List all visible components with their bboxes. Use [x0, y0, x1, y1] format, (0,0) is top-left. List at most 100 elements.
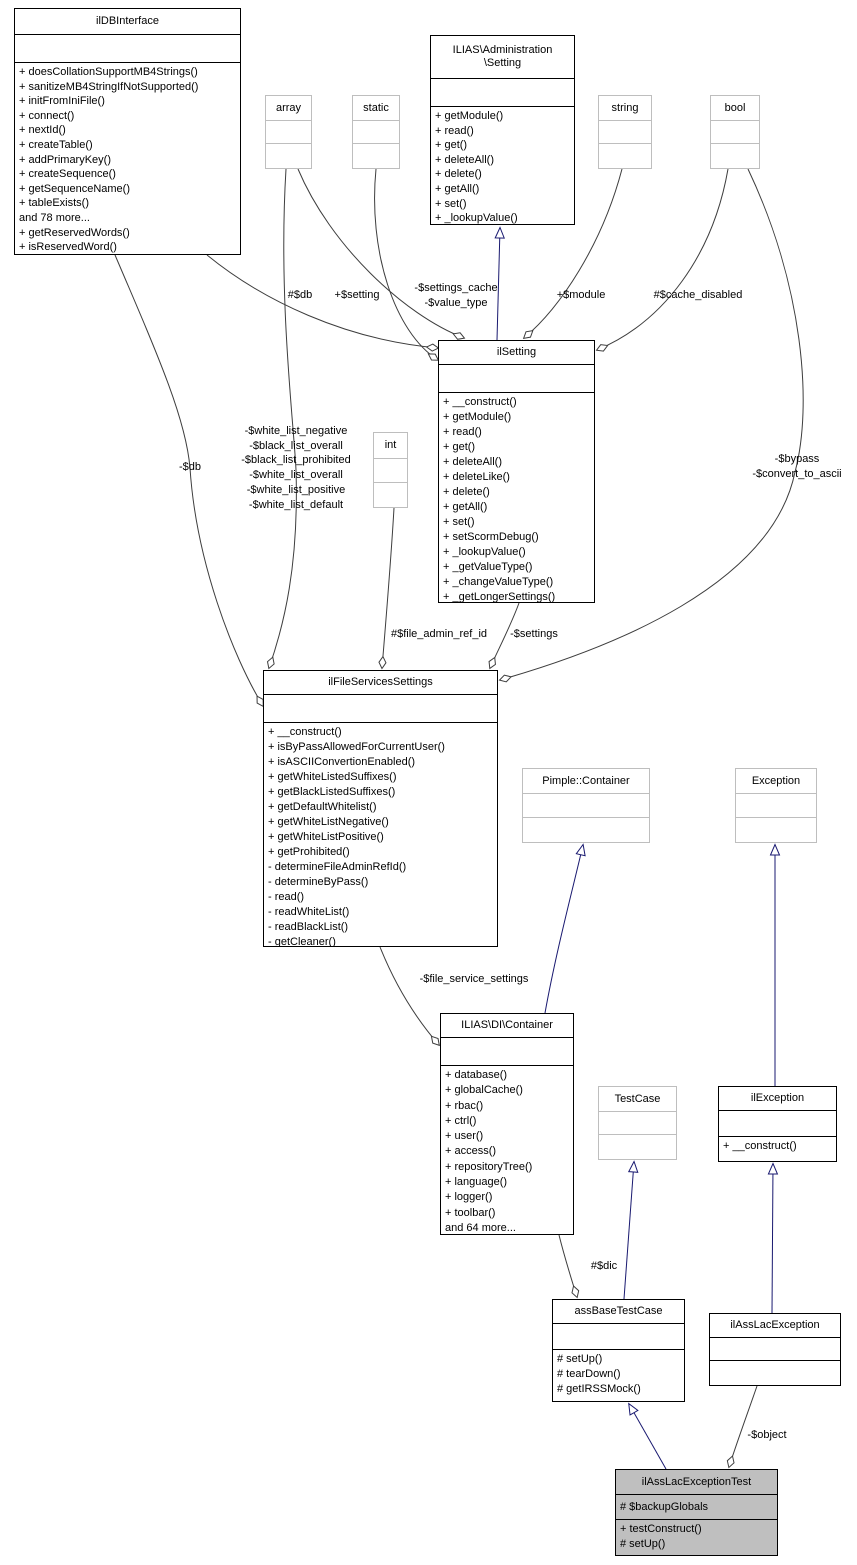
edge-label-db-protected: #$db	[287, 289, 313, 301]
attributes-section	[439, 365, 594, 393]
attributes-section	[431, 79, 574, 107]
class-box-ilias-administration-setting[interactable]: ILIAS\Administration \Setting + getModul…	[430, 35, 575, 225]
class-box-exception: Exception	[735, 768, 817, 843]
attributes-section	[374, 459, 407, 483]
methods-section: + __construct()	[723, 1140, 797, 1152]
edge-label-object: -$object	[747, 1429, 787, 1441]
edge-ildbinterface-ilfileservicessettings-db	[114, 254, 264, 708]
attributes-section	[599, 121, 651, 144]
class-box-bool: bool	[710, 95, 760, 169]
methods-section	[266, 144, 311, 168]
class-box-ildbinterface[interactable]: ilDBInterface + doesCollationSupportMB4S…	[14, 8, 241, 255]
methods-section: # setUp() # tearDown() # getIRSSMock()	[557, 1353, 641, 1395]
edge-ildbinterface-ilsetting-db	[206, 254, 440, 352]
methods-section	[710, 1361, 840, 1385]
class-box-pimple-container: Pimple::Container	[522, 768, 650, 843]
attributes-section	[264, 695, 497, 723]
methods-section	[353, 144, 399, 168]
class-title: bool	[711, 96, 759, 121]
edge-label-setting: +$setting	[334, 289, 380, 301]
edge-label-file-service-settings: -$file_service_settings	[419, 973, 529, 985]
edge-label-file-admin-ref-id: #$file_admin_ref_id	[390, 628, 488, 640]
class-title: ilFileServicesSettings	[264, 671, 497, 695]
methods-section	[523, 818, 649, 842]
edge-label-settings: -$settings	[510, 628, 558, 640]
attributes-section	[441, 1038, 573, 1066]
attributes-section	[15, 35, 240, 63]
methods-section	[736, 818, 816, 842]
class-title: TestCase	[599, 1087, 676, 1112]
methods-section: + __construct() + getModule() + read() +…	[443, 396, 556, 602]
edge-label-db-private: -$db	[178, 461, 202, 473]
attributes-section	[523, 794, 649, 818]
class-title: static	[353, 96, 399, 121]
edge-label-white-lists: -$white_list_negative -$black_list_overa…	[241, 425, 351, 511]
edge-ilsetting-ilfileservicessettings-settings	[488, 602, 520, 670]
class-box-assbasetestcase[interactable]: assBaseTestCase # setUp() # tearDown() #…	[552, 1299, 685, 1402]
class-title: ilSetting	[439, 341, 594, 365]
class-box-static: static	[352, 95, 400, 169]
class-box-int: int	[373, 432, 408, 508]
methods-section: + doesCollationSupportMB4Strings() + san…	[19, 66, 199, 254]
edge-ilfileservicessettings-dicontainer-file-service-settings	[379, 946, 440, 1047]
edge-bool-ilfileservicessettings-bypass	[498, 168, 804, 683]
attributes-section	[719, 1111, 836, 1137]
class-box-ilfileservicessettings[interactable]: ilFileServicesSettings + __construct() +…	[263, 670, 498, 947]
class-title: ILIAS\DI\Container	[441, 1014, 573, 1038]
attributes-section	[553, 1324, 684, 1350]
class-title: ilAssLacException	[710, 1314, 840, 1338]
edge-label-settings-cache: -$settings_cache -$value_type	[414, 282, 498, 309]
edge-array-ilsetting-settings-cache	[297, 168, 466, 340]
edge-dicontainer-assbasetestcase-dic	[558, 1234, 580, 1299]
attributes-section	[710, 1338, 840, 1361]
edge-int-ilfileservicessettings-file-admin-ref-id	[378, 507, 395, 670]
class-box-ilexception[interactable]: ilException + __construct()	[718, 1086, 837, 1162]
class-title: array	[266, 96, 311, 121]
class-box-string: string	[598, 95, 652, 169]
class-box-ilasslacexception[interactable]: ilAssLacException	[709, 1313, 841, 1386]
edge-bool-ilsetting-cache-disabled	[595, 168, 729, 352]
class-title: string	[599, 96, 651, 121]
class-box-ilsetting[interactable]: ilSetting + __construct() + getModule() …	[438, 340, 595, 603]
edge-string-ilsetting-module	[522, 168, 623, 339]
attributes-section: # $backupGlobals	[616, 1495, 777, 1520]
edge-label-dic: #$dic	[590, 1260, 618, 1272]
class-title: ILIAS\Administration \Setting	[431, 36, 574, 79]
attributes-section	[711, 121, 759, 144]
class-title: ilException	[719, 1087, 836, 1111]
class-title: ilDBInterface	[15, 9, 240, 35]
class-title: assBaseTestCase	[553, 1300, 684, 1324]
methods-section	[711, 144, 759, 168]
methods-section	[374, 483, 407, 507]
edge-label-bypass: -$bypass -$convert_to_ascii	[752, 453, 842, 480]
class-box-ilasslacexceptiontest: ilAssLacExceptionTest # $backupGlobals +…	[615, 1469, 778, 1556]
methods-section: + __construct() + isByPassAllowedForCurr…	[268, 726, 445, 946]
edge-label-module: +$module	[556, 289, 606, 301]
class-title: Exception	[736, 769, 816, 794]
methods-section: + getModule() + read() + get() + deleteA…	[435, 110, 518, 224]
class-title: int	[374, 433, 407, 459]
methods-section	[599, 1135, 676, 1159]
class-box-testcase: TestCase	[598, 1086, 677, 1160]
edge-ilasslacexception-ilasslacexceptiontest-object	[726, 1385, 758, 1469]
attributes-section	[266, 121, 311, 144]
attributes-section	[599, 1112, 676, 1135]
edge-static-ilsetting-setting	[374, 168, 440, 361]
class-title: Pimple::Container	[523, 769, 649, 794]
edge-array-ilfileservicessettings-white-lists	[266, 168, 297, 670]
edge-ilasslacexceptiontest-extends-assbasetestcase	[628, 1402, 667, 1470]
class-box-ilias-di-container[interactable]: ILIAS\DI\Container + database() + global…	[440, 1013, 574, 1235]
methods-section	[599, 144, 651, 168]
methods-section: + testConstruct() # setUp()	[620, 1523, 702, 1550]
attributes-section	[736, 794, 816, 818]
edge-dicontainer-extends-pimple-container	[544, 843, 586, 1014]
methods-section: + database() + globalCache() + rbac() + …	[445, 1069, 533, 1234]
edge-ilasslacexception-extends-ilexception	[767, 1162, 779, 1314]
edge-label-cache-disabled: #$cache_disabled	[653, 289, 743, 301]
edge-assbasetestcase-extends-testcase	[623, 1160, 639, 1300]
class-title: ilAssLacExceptionTest	[616, 1470, 777, 1495]
edge-ilsetting-extends-admin-setting	[494, 226, 505, 341]
attributes-section	[353, 121, 399, 144]
